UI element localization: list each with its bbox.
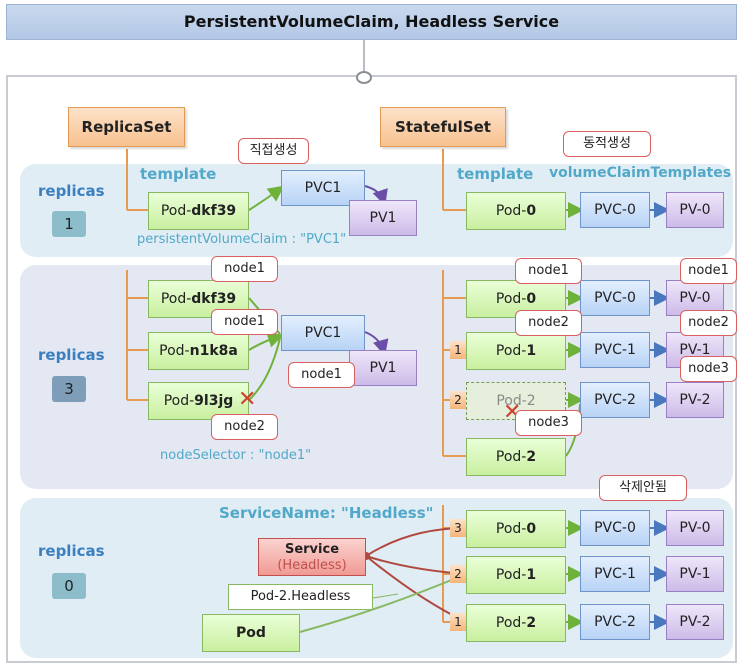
rs-pv1: PV1	[349, 200, 417, 236]
ss-pv-0: PV-0	[666, 510, 724, 546]
service-title: Service	[284, 542, 340, 557]
ss-pv-2: PV-2	[666, 604, 724, 640]
callout-not-deleted: 삭제안됨	[599, 475, 687, 501]
callout-node: node1	[288, 362, 355, 388]
ss-pv-1: PV-1	[666, 556, 724, 592]
ordinal-index: 2	[450, 565, 466, 583]
replicaset-header: ReplicaSet	[68, 107, 185, 147]
ss-pod-0: Pod-0	[466, 510, 566, 548]
callout-node: node1	[211, 309, 278, 335]
pod-2-headless-label: Pod-2.Headless	[228, 584, 373, 610]
headless-service: Service (Headless)	[258, 538, 366, 576]
page-title: PersistentVolumeClaim, Headless Service	[6, 4, 737, 40]
rs-pod-9l3jg: Pod-9l3jg	[148, 382, 249, 420]
ss-pvc-0: PVC-0	[580, 280, 650, 316]
callout-node: node1	[515, 258, 582, 284]
ordinal-index: 2	[450, 391, 466, 409]
ss-pvc-2: PVC-2	[580, 604, 650, 640]
callout-node: node2	[680, 310, 737, 336]
ss-pod-1: Pod-1	[466, 556, 566, 594]
volume-claim-templates-label: volumeClaimTemplates	[549, 165, 732, 181]
ss-pv-2: PV-2	[666, 382, 724, 418]
ss-pvc-0: PVC-0	[580, 192, 650, 228]
rs-pod-n1k8a: Pod-n1k8a	[148, 332, 249, 370]
rs-pv1: PV1	[349, 350, 417, 386]
replicas-value: 1	[52, 211, 86, 237]
client-pod: Pod	[202, 614, 300, 652]
template-label-ss: template	[457, 165, 534, 183]
replicas-value: 3	[52, 376, 86, 402]
service-name-label: ServiceName: "Headless"	[219, 504, 434, 522]
callout-node: node1	[211, 256, 278, 282]
ordinal-index: 1	[450, 613, 466, 631]
ss-pvc-0: PVC-0	[580, 510, 650, 546]
pvc-note: persistentVolumeClaim : "PVC1"	[137, 232, 347, 247]
failed-x-icon: ✕	[238, 387, 257, 412]
ss-pod-2: Pod-2	[466, 438, 566, 476]
rs-pvc1: PVC1	[281, 315, 365, 351]
service-subtitle: (Headless)	[277, 558, 347, 573]
ordinal-index: 3	[450, 519, 466, 537]
callout-dynamic-create: 동적생성	[563, 131, 651, 157]
replicas-label: replicas	[38, 182, 105, 200]
ss-pvc-1: PVC-1	[580, 332, 650, 368]
callout-node: node3	[680, 356, 737, 382]
node-selector-note: nodeSelector : "node1"	[160, 448, 312, 463]
template-label-rs: template	[140, 165, 217, 183]
callout-node: node3	[515, 410, 582, 436]
callout-node: node1	[680, 258, 737, 284]
statefulset-header: StatefulSet	[380, 107, 506, 147]
ss-pod-2: Pod-2	[466, 604, 566, 642]
ss-pod-1: Pod-1	[466, 332, 566, 370]
ss-pv-0: PV-0	[666, 192, 724, 228]
callout-direct-create: 직접생성	[238, 138, 309, 164]
callout-node: node2	[211, 414, 278, 440]
rs-pod-dkf39: Pod-dkf39	[148, 192, 249, 230]
rs-pvc1: PVC1	[281, 170, 365, 206]
callout-node: node2	[515, 310, 582, 336]
replicas-label: replicas	[38, 346, 105, 364]
ss-pvc-2: PVC-2	[580, 382, 650, 418]
ss-pvc-1: PVC-1	[580, 556, 650, 592]
connector-dot	[356, 71, 372, 84]
ss-pod-0: Pod-0	[466, 192, 566, 230]
ordinal-index: 1	[450, 341, 466, 359]
replicas-value: 0	[52, 573, 86, 599]
replicas-label: replicas	[38, 542, 105, 560]
title-connector	[363, 40, 365, 73]
